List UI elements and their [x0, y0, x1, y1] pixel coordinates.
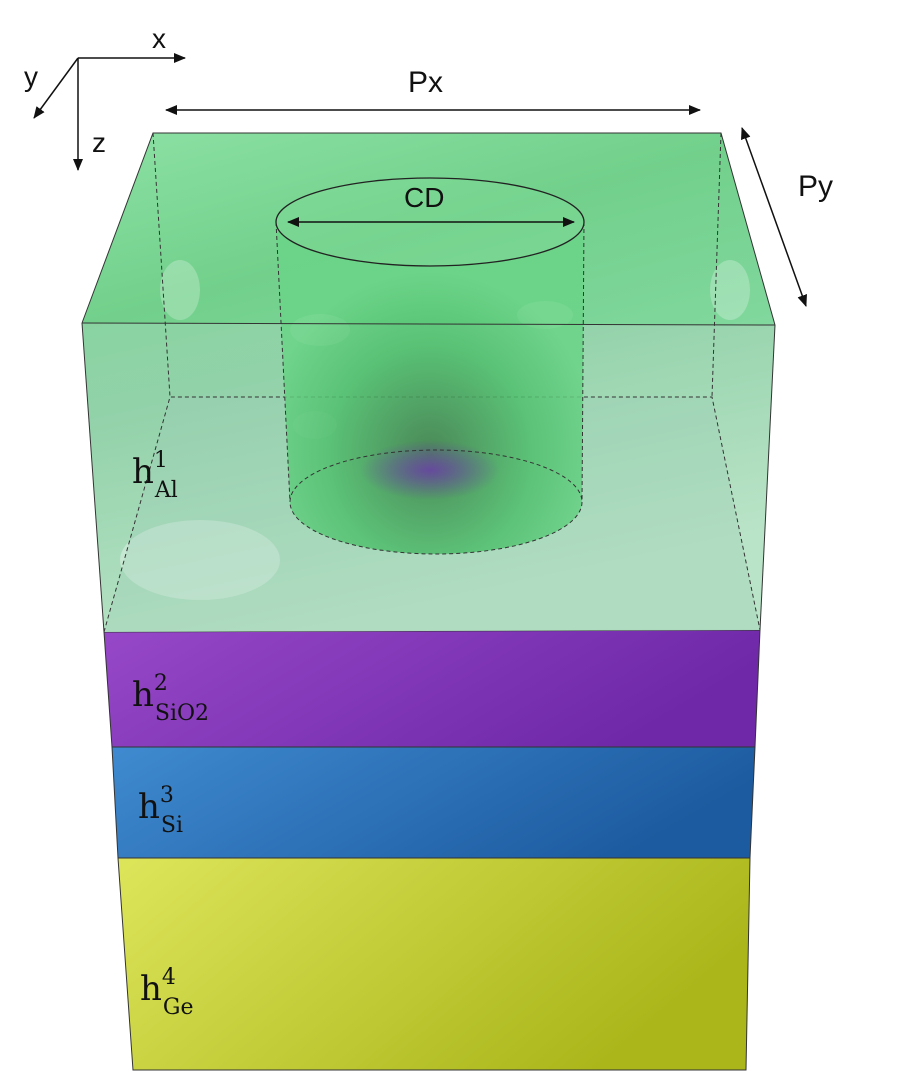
py-label: Py — [798, 170, 833, 203]
layer-sio2 — [103, 629, 761, 748]
cylinder-hole — [275, 177, 585, 555]
axis-y-label: y — [24, 61, 38, 92]
axis-z-label: z — [92, 127, 106, 158]
axis-x-label: x — [152, 23, 166, 54]
py-dimension: Py — [741, 127, 833, 307]
layer-ge — [117, 857, 751, 1071]
px-label: Px — [408, 66, 443, 99]
layer-si — [111, 746, 756, 859]
axis-triad: x y z — [24, 23, 186, 171]
cd-dimension: CD — [287, 182, 575, 227]
cd-label: CD — [404, 182, 444, 213]
layer-al — [81, 132, 776, 633]
px-dimension: Px — [165, 66, 701, 115]
